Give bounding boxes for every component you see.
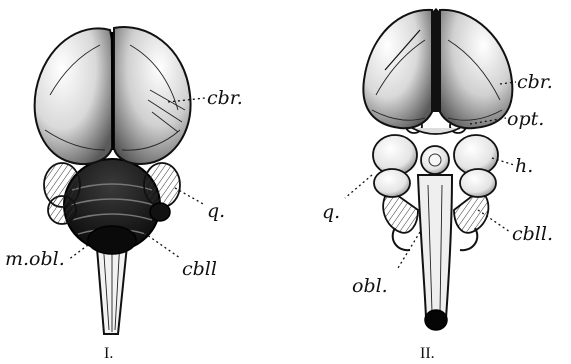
label-q-fig2: q. [322, 201, 340, 223]
label-cbr-fig2: cbr. [517, 71, 553, 93]
figure-2-numeral: II. [420, 345, 435, 362]
figure-1-brain-dorsal [35, 27, 191, 334]
label-cbll-fig2: cbll. [512, 223, 553, 245]
figure-2-cerebrum [363, 8, 512, 128]
figure-1-cerebellum [64, 159, 160, 254]
label-q-fig1: q. [207, 200, 225, 222]
figure-2-medulla [418, 175, 452, 330]
label-obl-fig2: obl. [352, 275, 388, 297]
label-cbr-fig1: cbr. [207, 87, 243, 109]
label-mobl-fig1: m.obl. [5, 248, 65, 270]
leader-mobl-1 [68, 245, 88, 260]
leader-q-2 [345, 175, 372, 198]
figure-1-numeral: I. [104, 345, 113, 362]
leader-q-1 [175, 188, 205, 205]
label-cbll-fig1: cbll [182, 258, 217, 280]
figure-2-hypophysis [421, 146, 449, 174]
figure-1-cerebrum [35, 27, 191, 164]
label-h-fig2: h. [515, 155, 533, 177]
label-opt-fig2: opt. [507, 108, 544, 130]
